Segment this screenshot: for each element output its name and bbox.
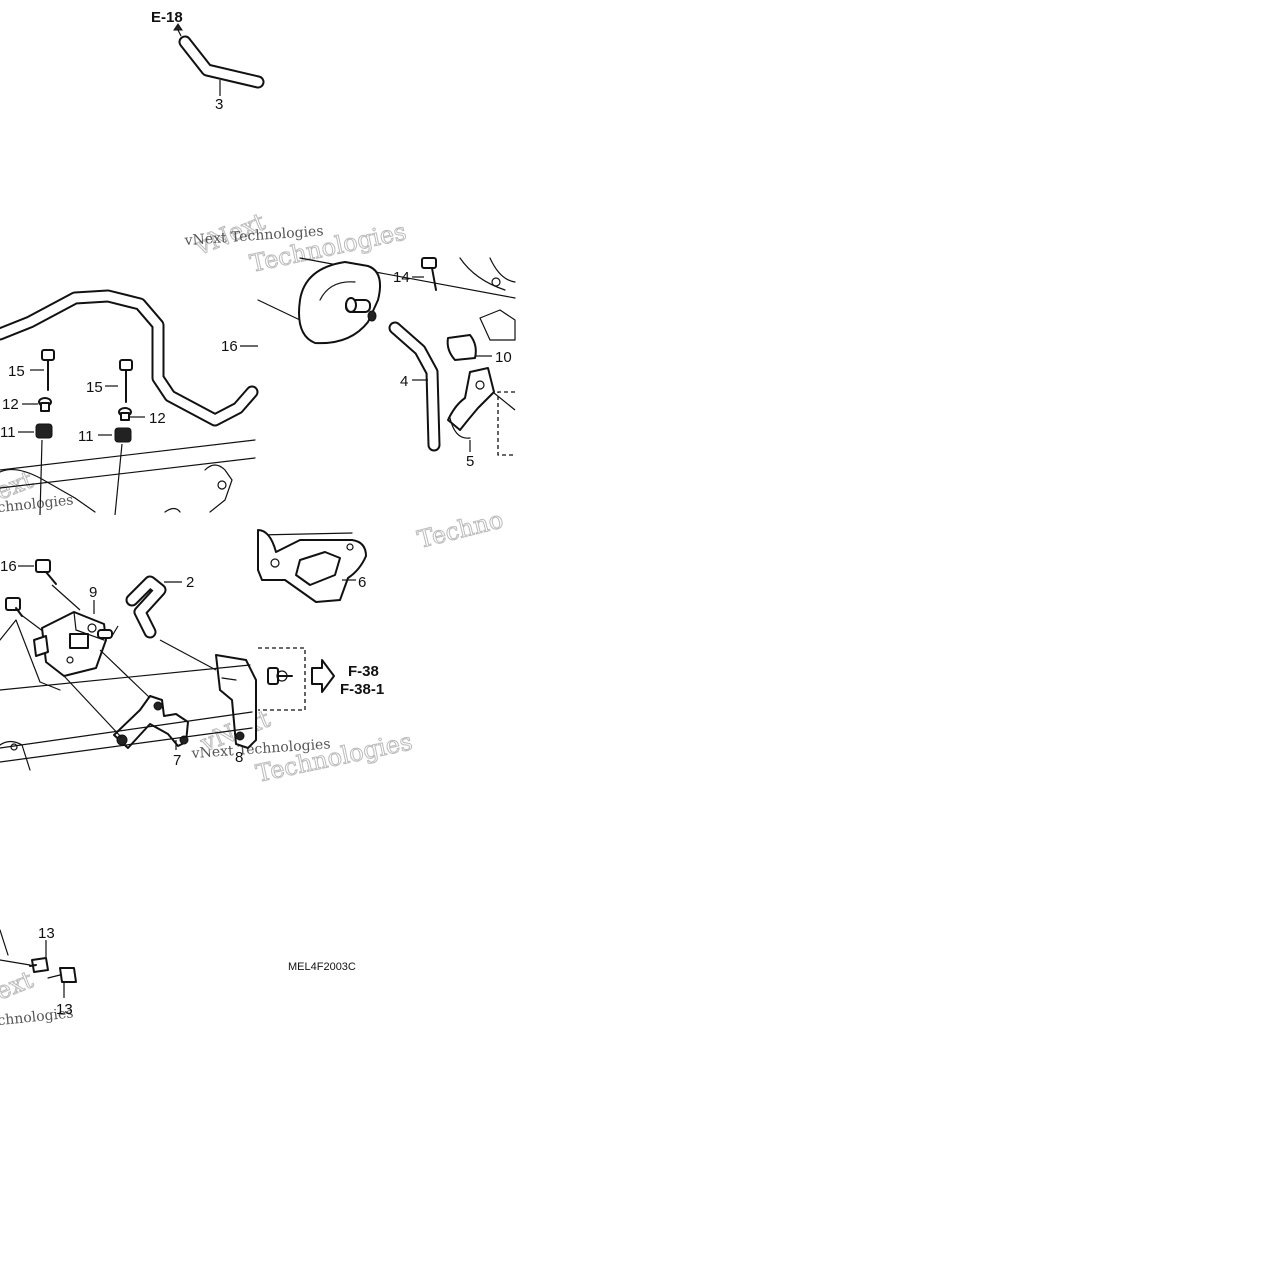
- frame-mid-left: [0, 439, 256, 513]
- grommet-11-right: [98, 427, 132, 516]
- bracket-8: [215, 654, 257, 749]
- ref-arrow-f38: [311, 659, 335, 693]
- part-number-10: 10: [495, 349, 512, 366]
- ref-label-e18: E-18: [151, 9, 183, 26]
- ref-label-f38-1: F-38-1: [340, 681, 384, 698]
- part-number-14: 14: [393, 269, 410, 286]
- collar-12-right: [118, 407, 145, 421]
- part-number-11: 11: [0, 424, 16, 441]
- labels: E-18 3 16 15 15 12 12 11 11 14 10 4 5 16…: [0, 9, 512, 1018]
- watermark-text: Technologies: [253, 727, 414, 787]
- ref-label-f38: F-38: [348, 663, 379, 680]
- bolt-15-left: [30, 349, 55, 391]
- bolt-14: [412, 257, 437, 291]
- collar-12-left: [22, 397, 52, 412]
- part-number-8: 8: [235, 749, 243, 766]
- part-number-16: 16: [221, 338, 238, 355]
- bolt-16-lower: [18, 559, 81, 611]
- part-number-6: 6: [358, 574, 366, 591]
- part-number-13: 13: [56, 1001, 73, 1018]
- hose-4: [388, 321, 441, 452]
- bolt-15-right: [105, 359, 133, 403]
- bracket-7: [63, 649, 189, 750]
- canister-assembly: [257, 257, 516, 345]
- hose-2: [111, 575, 217, 671]
- bolt-lower-left: [5, 597, 45, 633]
- part-number-2: 2: [186, 574, 194, 591]
- clip-5: [447, 367, 495, 452]
- pad-10: [446, 334, 492, 361]
- dashed-box-mid: [493, 391, 516, 456]
- part-number-16: 16: [0, 558, 17, 575]
- frame-lower-left: [0, 619, 253, 771]
- part-number-9: 9: [89, 584, 97, 601]
- plate-6: [257, 529, 367, 603]
- part-number-4: 4: [400, 373, 408, 390]
- grommet-11-left: [18, 423, 53, 516]
- purge-valve-9: [33, 600, 113, 677]
- part-number-13: 13: [38, 925, 55, 942]
- part-number-7: 7: [173, 752, 181, 769]
- hose-3-assembly: [173, 23, 265, 96]
- part-number-15: 15: [8, 363, 25, 380]
- bolts-13: [0, 929, 77, 998]
- diagram-code: MEL4F2003C: [288, 961, 356, 973]
- part-number-12: 12: [2, 396, 19, 413]
- part-number-11: 11: [78, 428, 94, 445]
- watermark-text: Techno: [415, 506, 506, 554]
- part-number-3: 3: [215, 96, 223, 113]
- watermark-text: ext: [0, 965, 37, 1005]
- dashed-box-lower: [258, 647, 306, 711]
- part-number-5: 5: [466, 453, 474, 470]
- part-number-15: 15: [86, 379, 103, 396]
- part-number-12: 12: [149, 410, 166, 427]
- hose-upper-left: [0, 289, 259, 427]
